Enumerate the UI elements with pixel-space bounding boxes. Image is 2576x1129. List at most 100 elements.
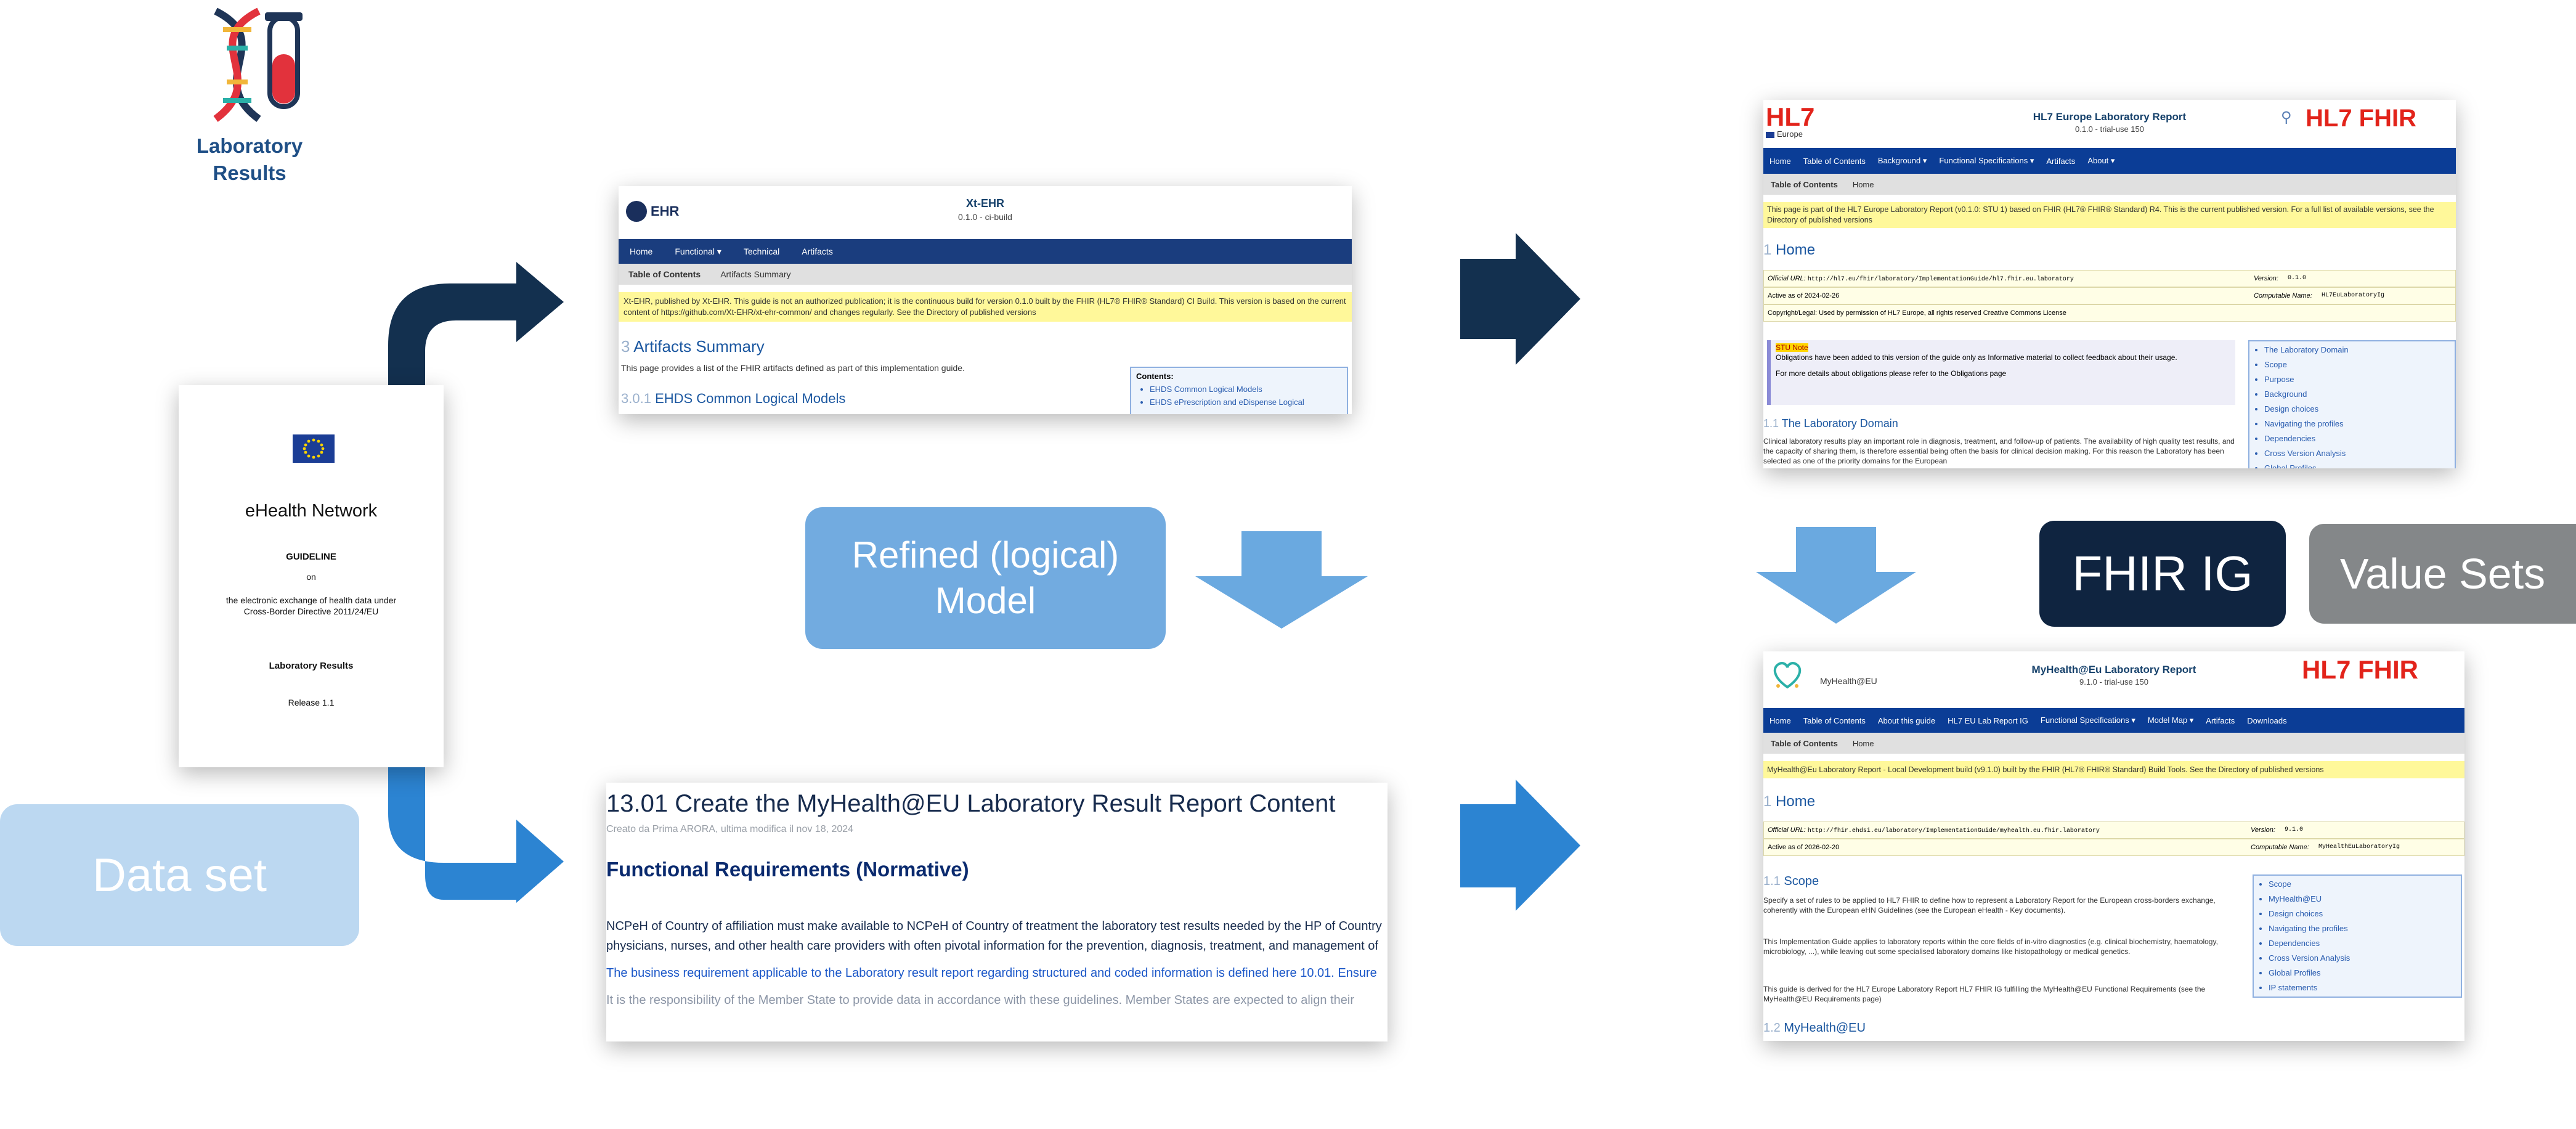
xt-nav-artifacts[interactable]: Artifacts [802, 247, 833, 256]
hl7eu-toc-item[interactable]: Cross Version Analysis [2264, 446, 2455, 461]
mh-computable-value: MyHealthEuLaboratoryIg [2318, 844, 2400, 850]
mh-toc-item[interactable]: Navigating the profiles [2269, 921, 2461, 936]
xt-ehr-navbar: Home Functional ▾ Technical Artifacts [619, 239, 1352, 264]
req-meta: Creato da Prima ARORA, ultima modifica i… [606, 824, 854, 834]
req-paragraph-4: It is the responsibility of the Member S… [606, 993, 1354, 1007]
mh-nav-model-map[interactable]: Model Map ▾ [2147, 715, 2194, 725]
xt-toc-item[interactable]: EHDS ePrescription and eDispense Logical [1150, 397, 1347, 407]
hl7eu-toc-item[interactable]: Purpose [2264, 372, 2455, 387]
xt-ehr-version: 0.1.0 - ci-build [958, 212, 1012, 222]
hl7eu-computable-label: Computable Name: [2254, 292, 2312, 300]
xt-heading: 3 Artifacts Summary [621, 337, 765, 356]
hl7eu-toc-item[interactable]: Dependencies [2264, 431, 2455, 446]
myhealth-subheading-2: 1.2 MyHealth@EU [1763, 1021, 1866, 1035]
search-icon[interactable]: ⚲ [2281, 109, 2292, 126]
xt-crumb-toc[interactable]: Table of Contents [628, 269, 701, 279]
value-sets-label: Value Sets [2339, 550, 2546, 598]
hl7eu-nav-functional[interactable]: Functional Specifications ▾ [1939, 156, 2034, 165]
xt-ehr-logo: EHR [651, 203, 680, 219]
hl7eu-version-value: 0.1.0 [2288, 275, 2307, 282]
mh-version-value: 9.1.0 [2285, 826, 2304, 833]
xt-nav-technical[interactable]: Technical [743, 247, 780, 256]
arrow-requirements-to-myhealth [1460, 780, 1580, 911]
hl7eu-toc-item[interactable]: Design choices [2264, 402, 2455, 417]
hl7eu-nav-toc[interactable]: Table of Contents [1803, 156, 1866, 166]
value-sets-box: Value Sets [2309, 524, 2576, 624]
myhealth-paragraph-2: This Implementation Guide applies to lab… [1763, 937, 2218, 956]
myhealth-breadcrumb: Table of Contents Home [1763, 733, 2464, 754]
hl7eu-logo: HL7 [1766, 102, 1815, 131]
xt-paragraph: This page provides a list of the FHIR ar… [621, 363, 965, 373]
xt-subheading: 3.0.1 EHDS Common Logical Models [621, 391, 845, 407]
myhealth-subheading: 1.1 Scope [1763, 874, 1819, 889]
guideline-document: eHealth Network GUIDELINE on the electro… [179, 385, 444, 767]
guideline-subject: Laboratory Results [269, 661, 354, 671]
xt-toc-title: Contents: [1136, 372, 1174, 381]
myhealth-heading: 1 Home [1763, 793, 1815, 810]
arrow-ig-down [1756, 527, 1916, 624]
mh-nav-home[interactable]: Home [1769, 715, 1791, 725]
mh-nav-downloads[interactable]: Downloads [2247, 715, 2287, 725]
hl7eu-logo-sub: Europe [1777, 129, 1803, 139]
hl7eu-toc-item[interactable]: The Laboratory Domain [2264, 343, 2455, 357]
xt-nav-functional[interactable]: Functional ▾ [675, 246, 721, 256]
mh-toc-item[interactable]: IP statements [2269, 980, 2461, 995]
hl7eu-nav-artifacts[interactable]: Artifacts [2046, 156, 2076, 166]
hl7eu-version: 0.1.0 - trial-use 150 [2074, 124, 2144, 134]
hl7-fhir-logo: HL7 FHIR [2306, 105, 2416, 132]
mh-subheading-num: 1.1 [1763, 874, 1781, 888]
guideline-on: on [306, 572, 316, 582]
mh-crumb-toc[interactable]: Table of Contents [1771, 738, 1838, 748]
mh-nav-functional[interactable]: Functional Specifications ▾ [2040, 715, 2135, 725]
mh-nav-toc[interactable]: Table of Contents [1803, 715, 1866, 725]
req-heading: Functional Requirements (Normative) [606, 858, 969, 881]
hl7eu-subheading-text: The Laboratory Domain [1781, 417, 1898, 430]
hl7eu-url-label: Official URL: [1768, 275, 1806, 282]
mh-nav-hl7eu-ig[interactable]: HL7 EU Lab Report IG [1948, 715, 2028, 725]
hl7eu-toc-item[interactable]: Scope [2264, 357, 2455, 372]
myhealth-version: 9.1.0 - trial-use 150 [2079, 677, 2148, 687]
hl7eu-subheading: 1.1 The Laboratory Domain [1763, 417, 1898, 430]
mh-version-label: Version: [2251, 826, 2275, 834]
hl7eu-heading-text: Home [1776, 242, 1816, 258]
hl7eu-stu-text-2: For more details about obligations pleas… [1776, 369, 2007, 378]
hl7eu-stu-label: STU Note [1776, 343, 1808, 352]
xt-nav-home[interactable]: Home [630, 247, 653, 256]
mh-subheading-2-text: MyHealth@EU [1784, 1021, 1866, 1035]
mh-toc-item[interactable]: Design choices [2269, 907, 2461, 921]
arrow-model-down [1195, 531, 1368, 629]
mh-subheading-text: Scope [1784, 874, 1819, 888]
hl7eu-url-row: Official URL: http://hl7.eu/fhir/laborat… [1763, 270, 2456, 287]
hl7eu-screenshot: HL7 Europe HL7 Europe Laboratory Report … [1763, 100, 2456, 468]
hl7eu-toc-item[interactable]: Global Profiles [2264, 461, 2455, 468]
hl7eu-toc-item[interactable]: Background [2264, 387, 2455, 402]
xt-subheading-num: 3.0.1 [621, 391, 651, 406]
mh-toc-item[interactable]: Cross Version Analysis [2269, 951, 2461, 966]
guideline-release: Release 1.1 [288, 698, 335, 707]
eu-flag-small-icon [1766, 132, 1774, 138]
xt-toc-item[interactable]: EHDS Common Logical Models [1150, 385, 1347, 394]
hl7eu-crumb-toc[interactable]: Table of Contents [1771, 179, 1838, 189]
req-paragraph-1: NCPeH of Country of affiliation must mak… [606, 919, 1382, 933]
hl7eu-navbar: Home Table of Contents Background ▾ Func… [1763, 148, 2456, 174]
data-set-label: Data set [92, 849, 267, 902]
mh-nav-artifacts[interactable]: Artifacts [2206, 715, 2235, 725]
hl7eu-version-label: Version: [2254, 275, 2278, 282]
fhir-ig-box: FHIR IG [2039, 521, 2286, 627]
hl7eu-nav-background[interactable]: Background ▾ [1877, 156, 1927, 165]
mh-toc-item[interactable]: Scope [2269, 877, 2461, 892]
mh-nav-about[interactable]: About this guide [1877, 715, 1936, 725]
hl7eu-banner: This page is part of the HL7 Europe Labo… [1763, 202, 2456, 228]
arrow-model-to-hl7eu [1460, 233, 1580, 365]
hl7eu-nav-about[interactable]: About ▾ [2087, 156, 2115, 165]
mh-heading-text: Home [1776, 793, 1816, 810]
dna-test-tube-icon [191, 5, 308, 125]
hl7eu-active-label: Active as of 2024-02-26 [1768, 292, 1840, 300]
mh-toc-item[interactable]: Global Profiles [2269, 966, 2461, 980]
mh-toc-item[interactable]: Dependencies [2269, 936, 2461, 951]
hl7eu-nav-home[interactable]: Home [1769, 156, 1791, 166]
mh-toc-item[interactable]: MyHealth@EU [2269, 892, 2461, 907]
hl7eu-crumb-current: Home [1852, 179, 1874, 189]
hl7eu-toc-item[interactable]: Navigating the profiles [2264, 417, 2455, 431]
req-paragraph-3[interactable]: The business requirement applicable to t… [606, 966, 1377, 980]
